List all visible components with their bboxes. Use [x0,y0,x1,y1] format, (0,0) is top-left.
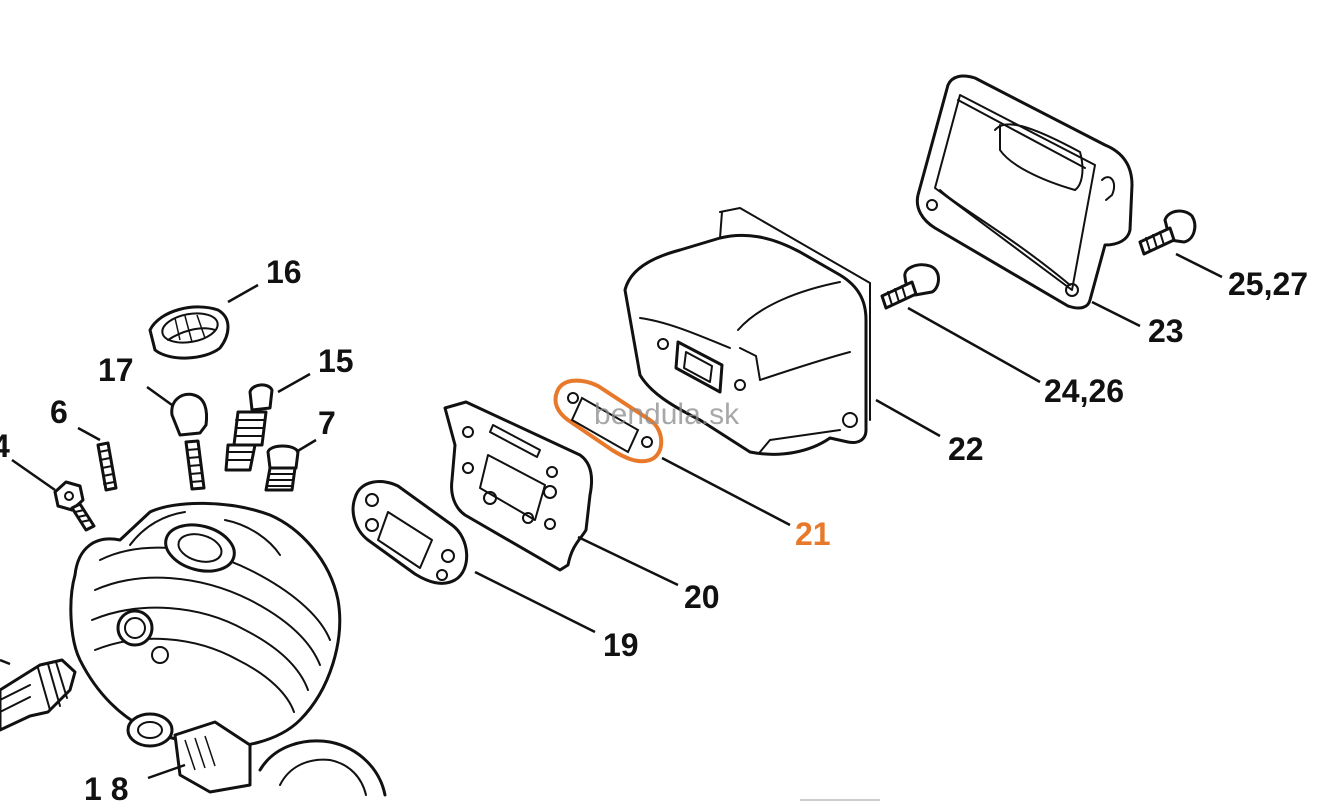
watermark: bendula.sk [594,398,740,431]
callout-19: 19 [603,627,639,663]
muffler-part-22 [623,207,871,456]
gasket-part-19 [351,480,469,585]
callout-7: 7 [318,405,336,441]
cap-part-17 [170,392,209,491]
leader-lines [0,252,1223,780]
screw-part-24-26 [880,263,940,310]
spark-plug-part [0,658,77,732]
cover-part-23 [915,74,1134,310]
callout-23: 23 [1148,313,1184,349]
callout-21: 21 [795,516,831,552]
cover-part-16 [148,305,230,360]
screw-part-25-27 [1138,209,1197,256]
gasket-part-21 [553,378,664,464]
callout-25-27: 25,27 [1228,266,1308,302]
callout-6: 6 [50,394,68,430]
callout-20: 20 [684,579,720,615]
callout-15: 15 [318,343,354,379]
callout-16: 16 [266,254,302,290]
stud-part-6 [96,441,118,492]
bolt-part-4 [53,480,96,532]
callout-18: 1 8 [84,771,128,801]
fitting-part-15 [224,383,274,472]
callout-22: 22 [948,431,984,467]
plug-part-7 [264,444,300,492]
callout-17: 17 [98,352,134,388]
callout-24-26: 24,26 [1044,373,1124,409]
cylinder-part [69,501,387,797]
plate-part-20 [443,400,594,572]
callout-4: 4 [0,428,10,464]
